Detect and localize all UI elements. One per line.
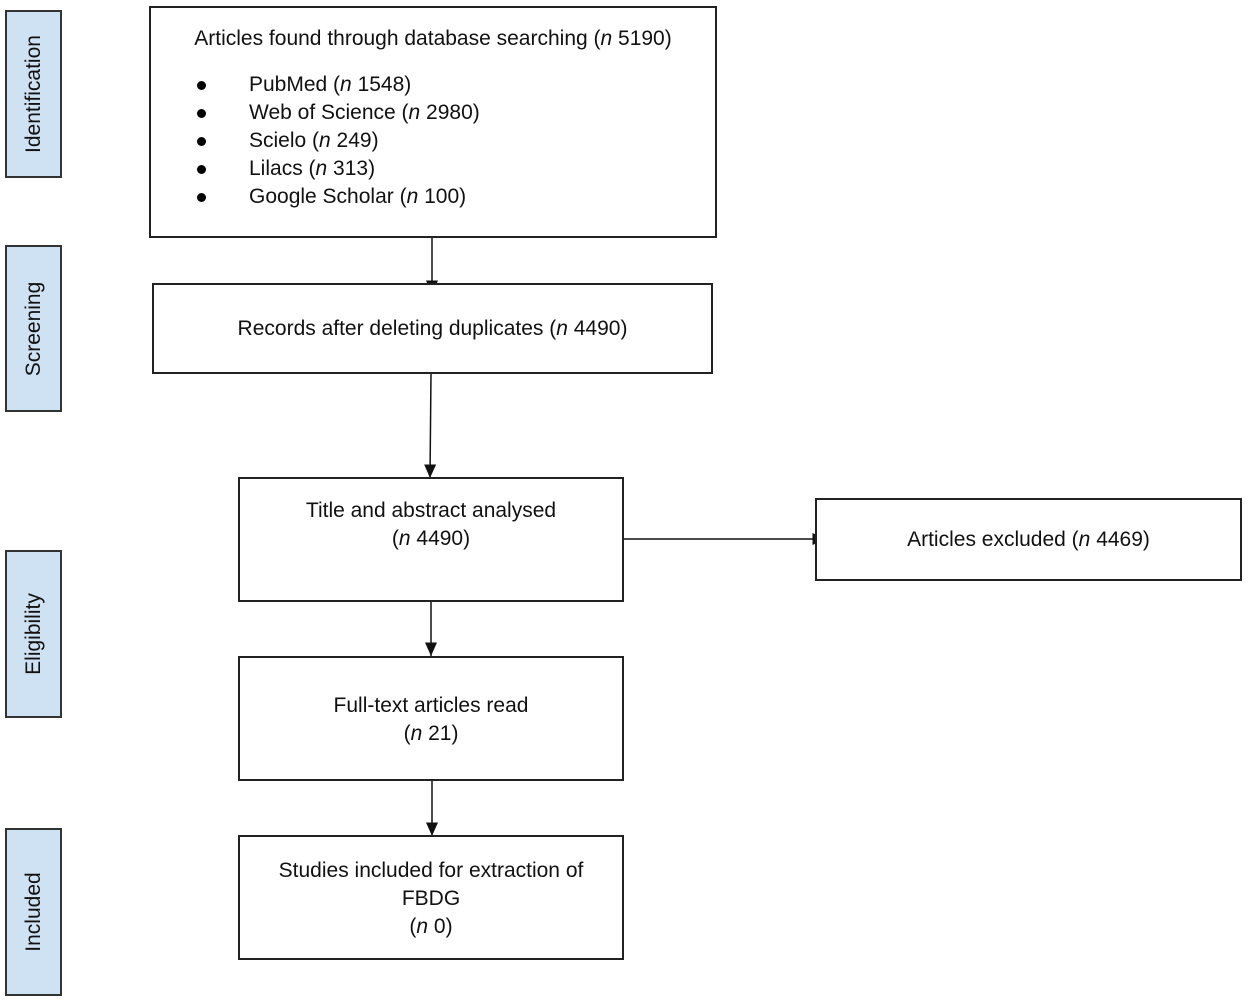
search-total: Articles found through database searchin… bbox=[151, 25, 715, 53]
source-name: Google Scholar ( bbox=[249, 185, 407, 208]
count-value: 4490) bbox=[410, 527, 471, 550]
excluded-count: 4469) bbox=[1090, 527, 1150, 551]
n-symbol: n bbox=[410, 722, 423, 745]
records-box: Records after deleting duplicates (n 449… bbox=[152, 283, 713, 374]
n-symbol: n bbox=[398, 527, 411, 550]
stage-identification: Identification bbox=[5, 10, 62, 178]
search-box: Articles found through database searchin… bbox=[149, 6, 717, 238]
open-paren: ( bbox=[391, 527, 399, 550]
count-value: 0) bbox=[428, 915, 453, 938]
source-name: Web of Science ( bbox=[249, 101, 409, 124]
records-count: 4490) bbox=[567, 316, 628, 340]
source-name: Lilacs ( bbox=[249, 157, 316, 180]
included-label-line2: FBDG bbox=[401, 887, 461, 910]
source-count: 249) bbox=[330, 129, 379, 152]
stage-included: Included bbox=[5, 828, 62, 996]
source-count: 313) bbox=[327, 157, 376, 180]
excluded-text: Articles excluded (n 4469) bbox=[817, 526, 1240, 554]
excluded-label: Articles excluded ( bbox=[907, 527, 1079, 551]
title-abstract-label: Title and abstract analysed bbox=[305, 499, 557, 522]
source-name: PubMed ( bbox=[249, 73, 341, 96]
fulltext-label: Full-text articles read bbox=[333, 694, 529, 717]
open-paren: ( bbox=[403, 722, 411, 745]
included-box: Studies included for extraction of FBDG … bbox=[238, 835, 624, 960]
stage-screening: Screening bbox=[5, 245, 62, 412]
source-item: Scielo (n 249) bbox=[151, 127, 715, 155]
n-symbol: n bbox=[406, 185, 419, 208]
source-item: PubMed (n 1548) bbox=[151, 71, 715, 99]
n-symbol: n bbox=[340, 73, 352, 96]
arrow-records-title bbox=[424, 372, 437, 479]
included-count: (n 0) bbox=[240, 913, 622, 941]
fulltext-box: Full-text articles read (n 21) bbox=[238, 656, 624, 781]
n-symbol: n bbox=[416, 915, 429, 938]
records-label: Records after deleting duplicates ( bbox=[237, 316, 557, 340]
open-paren: ( bbox=[409, 915, 417, 938]
source-item: Web of Science (n 2980) bbox=[151, 99, 715, 127]
source-name: Scielo ( bbox=[249, 129, 320, 152]
title-abstract-box: Title and abstract analysed (n 4490) bbox=[238, 477, 624, 602]
included-label-line1: Studies included for extraction of bbox=[278, 859, 584, 882]
search-total-prefix: Articles found through database searchin… bbox=[194, 27, 601, 50]
title-abstract-count: (n 4490) bbox=[240, 525, 622, 553]
source-count: 2980) bbox=[420, 101, 480, 124]
source-count: 100) bbox=[418, 185, 467, 208]
stage-eligibility: Eligibility bbox=[5, 550, 62, 718]
records-text: Records after deleting duplicates (n 449… bbox=[154, 315, 711, 343]
n-symbol: n bbox=[319, 129, 331, 152]
n-symbol: n bbox=[600, 27, 613, 50]
n-symbol: n bbox=[315, 157, 328, 180]
n-symbol: n bbox=[556, 316, 568, 340]
count-value: 21) bbox=[422, 722, 459, 745]
excluded-box: Articles excluded (n 4469) bbox=[815, 498, 1242, 581]
source-list: PubMed (n 1548) Web of Science (n 2980) … bbox=[151, 71, 715, 211]
n-symbol: n bbox=[408, 101, 421, 124]
source-item: Lilacs (n 313) bbox=[151, 155, 715, 183]
n-symbol: n bbox=[1078, 527, 1091, 551]
source-item: Google Scholar (n 100) bbox=[151, 183, 715, 211]
source-count: 1548) bbox=[351, 73, 412, 96]
search-total-count: 5190) bbox=[612, 27, 672, 50]
fulltext-count: (n 21) bbox=[240, 720, 622, 748]
